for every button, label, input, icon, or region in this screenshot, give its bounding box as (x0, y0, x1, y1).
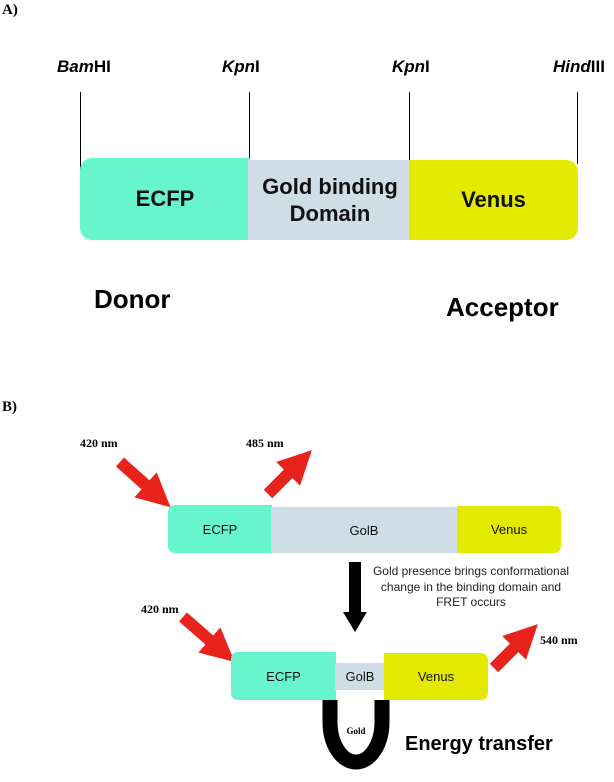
site-bamhi-line (80, 92, 81, 178)
acceptor-label: Acceptor (446, 292, 559, 322)
excitation-bottom-label: 420 nm (141, 602, 179, 616)
panel-a-label: A) (2, 2, 18, 18)
fret-caption-line1: Gold presence brings conformational (372, 564, 570, 578)
golb-domain-b-bottom: GolB (335, 663, 385, 690)
site-kpni-1-rest: I (255, 57, 260, 76)
conformational-arrow-head (343, 612, 367, 632)
emission-bottom-label: 540 nm (540, 633, 578, 647)
site-kpni-2-label: KpnI (392, 57, 430, 77)
golb-domain-b-bottom-label: GolB (345, 669, 375, 684)
site-kpni-2-rest: I (425, 57, 430, 76)
excitation-top-label: 420 nm (80, 436, 118, 450)
site-kpni-2-italic: Kpn (392, 57, 426, 76)
energy-transfer-label: Energy transfer (405, 733, 553, 755)
ecfp-domain-a: ECFP (80, 158, 250, 240)
ecfp-domain-b-bottom-label: ECFP (266, 668, 301, 684)
ecfp-domain-a-label: ECFP (135, 186, 195, 212)
site-hindiii-italic: Hind (553, 57, 591, 76)
venus-domain-b-top: Venus (457, 506, 561, 553)
gold-binding-domain-line2: Domain (289, 201, 371, 226)
venus-domain-a-label: Venus (461, 187, 526, 213)
venus-domain-a: Venus (409, 160, 578, 240)
site-bamhi-label: BamHI (57, 57, 111, 77)
donor-label: Donor (94, 284, 171, 314)
golb-domain-b-top-label: GolB (349, 522, 379, 538)
gold-loop (322, 700, 390, 770)
golb-domain-b-top: GolB (271, 507, 457, 553)
ecfp-domain-b-top-label: ECFP (202, 521, 238, 537)
fret-caption: Gold presence brings conformational chan… (360, 564, 582, 611)
fret-caption-line3: FRET occurs (436, 595, 506, 610)
excitation-arrow-top (115, 457, 171, 508)
panel-b-label: B) (2, 399, 17, 415)
site-hindiii-label: HindIII (553, 57, 605, 77)
site-bamhi-italic: Bam (57, 57, 94, 76)
ecfp-domain-b-bottom: ECFP (231, 652, 336, 700)
emission-arrow-top (263, 450, 312, 499)
emission-top-label: 485 nm (246, 436, 284, 450)
fret-caption-line2: change in the binding domain and (380, 579, 562, 594)
conformational-arrow-shaft (349, 562, 361, 614)
site-kpni-1-line (249, 92, 250, 162)
gold-label: Gold (346, 726, 366, 736)
ecfp-domain-b-top: ECFP (168, 505, 272, 553)
venus-domain-b-bottom-label: Venus (417, 669, 455, 684)
site-kpni-1-label: KpnI (222, 57, 260, 77)
excitation-arrow-bottom (179, 612, 235, 663)
site-hindiii-line (577, 92, 578, 164)
site-hindiii-rest: III (590, 57, 605, 76)
emission-arrow-bottom (489, 624, 538, 673)
venus-domain-b-bottom: Venus (384, 653, 488, 700)
site-bamhi-rest: HI (93, 57, 111, 76)
gold-binding-domain-line1: Gold binding (262, 173, 398, 199)
site-kpni-2-line (409, 92, 410, 162)
venus-domain-b-top-label: Venus (490, 522, 528, 537)
site-kpni-1-italic: Kpn (222, 57, 256, 76)
